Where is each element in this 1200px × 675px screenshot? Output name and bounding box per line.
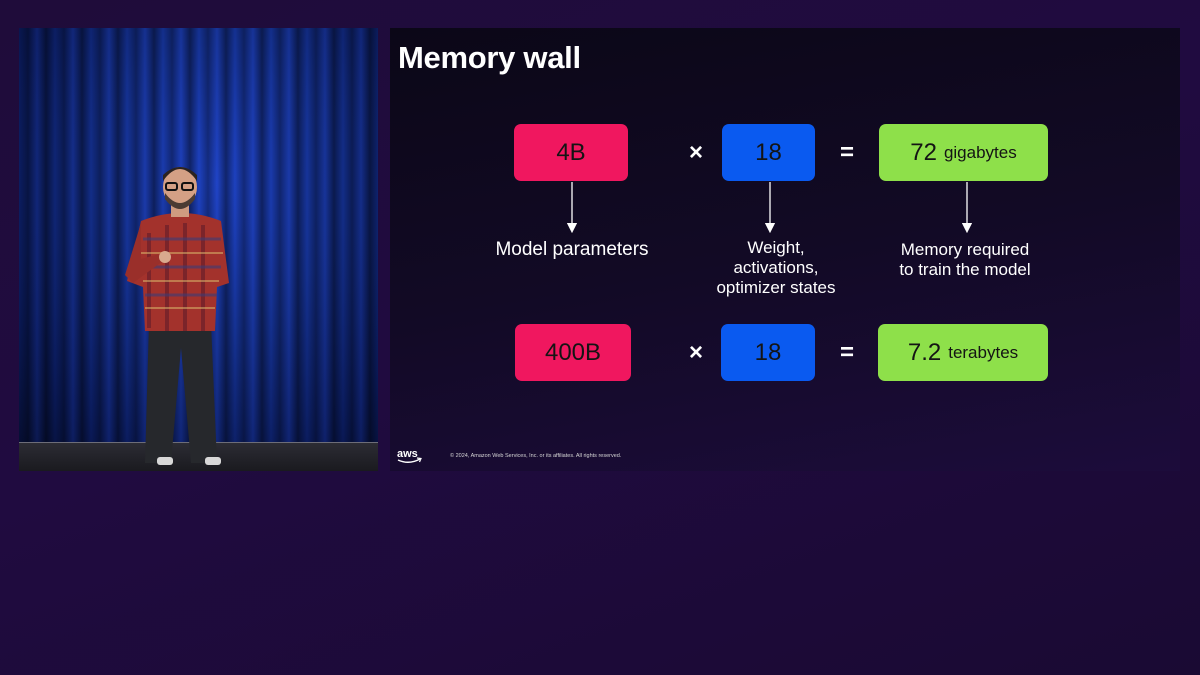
label-multiplier-line1: Weight, bbox=[747, 238, 805, 257]
speaker-figure bbox=[125, 167, 229, 465]
row1-multiply-sign: × bbox=[688, 139, 703, 166]
aws-logo-text: aws bbox=[397, 448, 418, 460]
row1-result-value: 72 bbox=[910, 138, 937, 166]
row2-multiplier-value: 18 bbox=[754, 338, 782, 366]
row2-result-box: 7.2 terabytes bbox=[878, 324, 1048, 381]
label-memory-required: Memory required to train the model bbox=[877, 240, 1053, 280]
row2-multiply-sign: × bbox=[688, 339, 703, 366]
slide-title: Memory wall bbox=[398, 40, 581, 75]
row2-multiplier-box: 18 bbox=[721, 324, 815, 381]
label-result-line2: to train the model bbox=[899, 260, 1031, 279]
row1-params-box: 4B bbox=[514, 124, 628, 181]
row1-multiplier-box: 18 bbox=[722, 124, 815, 181]
row1-result-unit: gigabytes bbox=[943, 142, 1017, 162]
row2-result-value: 7.2 bbox=[907, 338, 942, 366]
label-multiplier-description: Weight, activations, optimizer states bbox=[695, 238, 857, 298]
label-multiplier-line3: optimizer states bbox=[716, 278, 836, 297]
row2-equals-sign: = bbox=[839, 339, 854, 366]
aws-logo-icon: aws bbox=[397, 448, 422, 463]
label-result-line1: Memory required bbox=[900, 240, 1030, 259]
row1-equals-sign: = bbox=[839, 139, 854, 166]
speaker-video-feed bbox=[19, 28, 378, 471]
row2-params-value: 400B bbox=[544, 338, 602, 366]
row1-params-value: 4B bbox=[556, 138, 586, 166]
presentation-slide: Memory wall 4B × 18 = 72 gigabytes Model… bbox=[390, 28, 1180, 471]
copyright-notice: © 2024, Amazon Web Services, Inc. or its… bbox=[450, 453, 622, 459]
label-multiplier-line2: activations, bbox=[733, 258, 819, 277]
row2-params-box: 400B bbox=[515, 324, 631, 381]
row2-result-unit: terabytes bbox=[948, 342, 1019, 362]
label-model-parameters: Model parameters bbox=[495, 239, 649, 260]
row1-multiplier-value: 18 bbox=[755, 138, 782, 166]
row1-result-box: 72 gigabytes bbox=[879, 124, 1048, 181]
